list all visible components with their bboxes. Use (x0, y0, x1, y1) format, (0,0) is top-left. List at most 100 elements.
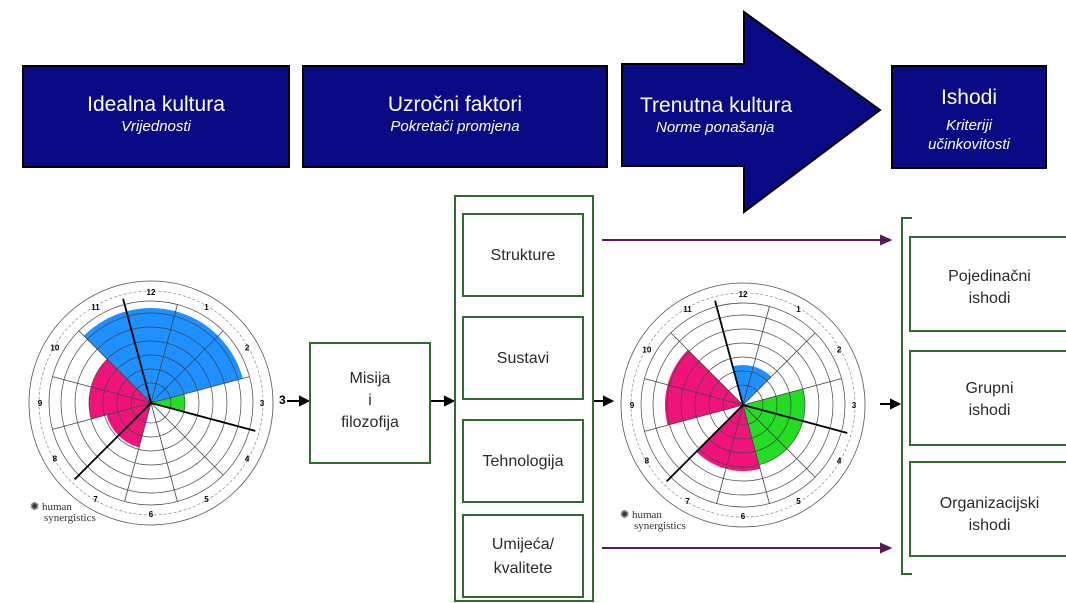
wheel-number-label: 7 (685, 497, 690, 506)
result-line-2: ishodi (968, 290, 1011, 307)
wheel-number-label: 11 (683, 305, 692, 314)
factor-box-technology: Tehnologija (462, 419, 584, 503)
wheel-number-label: 8 (645, 457, 650, 466)
wheel-spoke (670, 332, 744, 406)
header-title: Idealna kultura (87, 93, 225, 116)
wheel-spoke (742, 332, 816, 406)
wheel-circle (102, 354, 200, 452)
factor-label: Umijeća/ (491, 536, 555, 553)
result-box-organizational: Organizacijski ishodi (909, 461, 1066, 557)
wheel-division-line (714, 300, 744, 406)
wheel-outer-ring (28, 280, 274, 526)
header-subtitle: Norme ponašanja (656, 119, 775, 136)
wheel-number-label: 3 (852, 401, 857, 410)
factor-box-structures: Strukture (462, 213, 584, 297)
wheel-circle (722, 384, 764, 426)
header-subtitle: Pokretači promjena (390, 118, 520, 135)
factor-label: Strukture (490, 247, 556, 264)
wheel-division-line (73, 402, 152, 481)
header-title: Ishodi (940, 86, 998, 109)
mission-line-2: i (368, 392, 372, 409)
logo-text-2: synergistics (634, 520, 686, 532)
logo-icon: ✺ (620, 509, 630, 521)
wheel-circle (74, 326, 228, 480)
logo-text: human (631, 509, 662, 521)
wheel-number-label: 12 (739, 290, 748, 299)
mission-line-1: Misija (349, 370, 391, 387)
wheel-fill-pink (696, 405, 761, 471)
wheel-number-label: 7 (93, 495, 98, 504)
wheel-circle (694, 356, 792, 454)
factor-box-skills: Umijeća/ kvalitete (462, 514, 584, 598)
logo-human-synergistics-1: ✺ human synergistics (30, 502, 96, 524)
wheel-circle (680, 342, 806, 468)
wheel-division-line (150, 402, 256, 432)
wheel-circle (48, 300, 254, 506)
wheel-spoke (742, 378, 842, 406)
header-subtitle: Kriteriji (946, 117, 992, 134)
wheel-spoke (150, 402, 224, 476)
wheel-fill-blue (83, 308, 243, 403)
result-line-1: Organizacijski (939, 495, 1040, 512)
wheel-fill-blue (732, 365, 772, 405)
header-title: Trenutna kultura (640, 94, 793, 117)
logo-icon: ✺ (30, 501, 40, 513)
wheel-fill-green (151, 394, 185, 412)
header-outcomes: Ishodi Kriteriji učinkovitosti (891, 65, 1047, 169)
header-subtitle: Vrijednosti (121, 118, 191, 135)
wheel-outer-ring-dashed (630, 292, 856, 518)
result-line-1: Pojedinačni (948, 268, 1031, 285)
header-subtitle-2: učinkovitosti (928, 136, 1010, 153)
wheel-spoke (742, 306, 770, 406)
mission-line-3: filozofija (341, 414, 399, 431)
wheel-circle (116, 368, 186, 438)
wheel-number-label: 8 (53, 455, 58, 464)
wheel-number-label: 2 (245, 344, 250, 353)
result-line-1: Grupni (965, 380, 1014, 397)
mission-box: Misija i filozofija (309, 342, 431, 464)
wheel-division-line (665, 404, 744, 483)
wheel-division-line (742, 404, 848, 434)
logo-text: human (41, 501, 72, 513)
header-causal-factors: Uzročni faktori Pokretači promjena (302, 65, 608, 168)
wheel-circle (666, 328, 820, 482)
result-line-2: ishodi (968, 517, 1011, 534)
header-title: Uzročni faktori (387, 93, 523, 116)
wheel-outer-ring (620, 282, 866, 528)
wheel-spoke (52, 376, 152, 404)
wheel-number-label: 5 (796, 497, 801, 506)
result-box-individual: Pojedinačni ishodi (909, 236, 1066, 332)
wheel-circle (640, 302, 846, 508)
logo-human-synergistics-2: ✺ human synergistics (620, 510, 686, 532)
left-arrow-label: 3 (279, 393, 286, 407)
factor-label: Sustavi (496, 350, 550, 367)
wheel-circle (130, 382, 172, 424)
logo-text-2: synergistics (44, 512, 96, 524)
result-line-2: ishodi (968, 402, 1011, 419)
wheel-number-label: 4 (245, 455, 250, 464)
wheel-number-label: 9 (630, 401, 635, 410)
wheel-spoke (644, 404, 744, 432)
wheel-number-label: 10 (50, 344, 59, 353)
factor-box-systems: Sustavi (462, 316, 584, 400)
wheel-number-label: 1 (796, 305, 801, 314)
current-culture-arrow-shape (621, 10, 882, 214)
wheel-division-line (122, 298, 152, 404)
wheel-number-label: 9 (38, 399, 43, 408)
wheel-number-label: 6 (149, 510, 154, 519)
wheel-number-label: 5 (204, 495, 209, 504)
factor-label-2: kvalitete (493, 560, 553, 577)
wheel-spoke (716, 404, 744, 504)
wheel-spoke (52, 402, 152, 430)
wheel-spoke (78, 330, 152, 404)
wheel-spoke (742, 404, 770, 504)
wheel-number-label: 11 (91, 303, 100, 312)
wheel-spoke (150, 304, 178, 404)
wheel-spoke (644, 378, 744, 406)
wheel-spoke (742, 404, 816, 478)
wheel-number-label: 2 (837, 346, 842, 355)
wheel-number-label: 6 (741, 512, 746, 521)
wheel-spoke (150, 402, 178, 502)
